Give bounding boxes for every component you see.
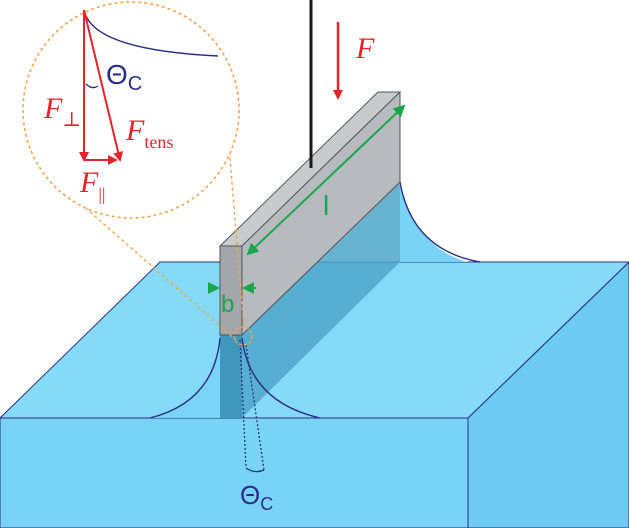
svg-text:F||: F||	[79, 166, 106, 204]
zoom-circle	[22, 1, 240, 219]
zoom-target-marker	[233, 326, 253, 346]
force-label: F	[355, 32, 375, 65]
contact-angle-line-2	[245, 344, 265, 471]
zoom-meniscus	[83, 9, 219, 57]
width-label: b	[221, 291, 234, 318]
svg-text:ΘC: ΘC	[106, 59, 142, 95]
zoom-angle-label: ΘC	[106, 59, 142, 95]
contact-angle-label-bottom: ΘC	[240, 480, 273, 514]
meniscus-front-left	[150, 335, 220, 418]
plate-edge-face	[219, 245, 243, 336]
contact-angle-line-1	[239, 339, 247, 469]
svg-text:ΘC: ΘC	[240, 480, 273, 514]
f-tens-label: Ftens	[125, 114, 173, 152]
liquid-tank-front	[0, 417, 469, 528]
length-dimension	[246, 104, 406, 256]
f-par-label: F||	[79, 166, 106, 204]
svg-text:F⊥: F⊥	[43, 92, 81, 131]
meniscus-front-right	[241, 337, 321, 419]
zoom-angle-arc	[85, 83, 99, 89]
plate-wet-edge	[220, 335, 242, 418]
svg-text:Ftens: Ftens	[125, 114, 173, 152]
length-label: l	[323, 190, 329, 221]
meniscus-back	[400, 182, 629, 262]
contact-angle-arc	[245, 467, 265, 473]
f-perp-label: F⊥	[43, 92, 81, 131]
meniscus-front-left-edge	[149, 337, 221, 419]
zoom-connector-bottom	[71, 195, 237, 341]
f-tens-arrow	[83, 9, 123, 162]
